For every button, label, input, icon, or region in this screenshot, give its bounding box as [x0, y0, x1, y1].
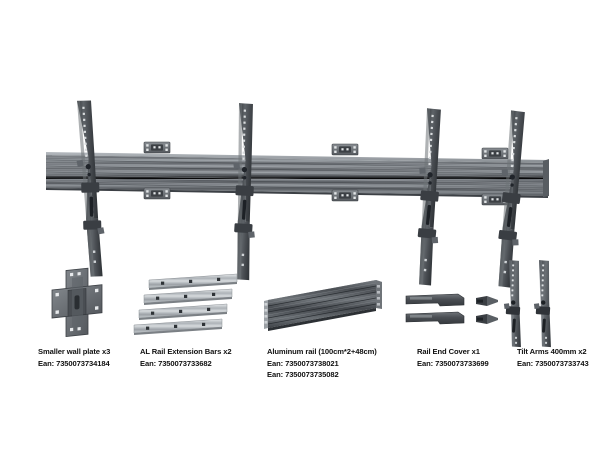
wall-plate-icon [51, 267, 103, 337]
wall-plate-upper-3 [481, 147, 509, 160]
wall-plate-upper-2 [331, 143, 359, 156]
parts-legend: Smaller wall plate x3 Ean: 7350073734184 [0, 258, 610, 398]
part-ean: Ean: 7350073733682 [140, 358, 212, 368]
part-ean: Ean: 7350073733743 [517, 358, 589, 368]
wall-plate-lower-2 [331, 189, 359, 202]
part-smaller-wall-plate: Smaller wall plate x3 Ean: 7350073734184 [30, 258, 140, 368]
assembly-svg [45, 100, 549, 288]
wall-plate-upper-1 [143, 141, 171, 154]
end-cover-icon [405, 293, 498, 325]
tilt-arm-right [531, 260, 557, 348]
aluminum-rail-icon [264, 280, 382, 331]
part-al-rail-extension-bars: AL Rail Extension Bars x2 Ean: 735007373… [133, 258, 253, 368]
part-figure [30, 258, 140, 350]
part-caption: Aluminum rail (100cm*2+48cm) Ean: 735007… [267, 346, 377, 381]
tilt-arm-left [501, 260, 527, 348]
part-title: AL Rail Extension Bars x2 [140, 347, 232, 356]
part-ean: Ean: 7350073734184 [38, 358, 110, 368]
part-figure [400, 258, 510, 350]
part-ean: Ean: 7350073733699 [417, 358, 489, 368]
part-title: Aluminum rail (100cm*2+48cm) [267, 347, 377, 356]
part-title: Rail End Cover x1 [417, 347, 480, 356]
part-title: Tilt Arms 400mm x2 [517, 347, 587, 356]
part-caption: AL Rail Extension Bars x2 Ean: 735007373… [140, 346, 232, 369]
part-caption: Tilt Arms 400mm x2 Ean: 7350073733743 [517, 346, 589, 369]
part-title: Smaller wall plate x3 [38, 347, 111, 356]
tilt-arm-icon [501, 260, 557, 348]
part-figure [133, 258, 253, 350]
part-tilt-arms: Tilt Arms 400mm x2 Ean: 7350073733743 [485, 258, 605, 368]
assembly-illustration [45, 100, 549, 288]
aluminum-rail-bar [45, 152, 549, 198]
part-figure [258, 258, 388, 350]
part-rail-end-cover: Rail End Cover x1 Ean: 7350073733699 [400, 258, 510, 368]
wall-plate-lower-1 [143, 187, 171, 200]
part-figure [485, 258, 605, 350]
part-caption: Smaller wall plate x3 Ean: 7350073734184 [38, 346, 110, 369]
part-aluminum-rail: Aluminum rail (100cm*2+48cm) Ean: 735007… [258, 258, 388, 379]
extension-bar-icon [133, 273, 238, 335]
part-ean-2: Ean: 7350073735082 [267, 370, 339, 380]
part-ean-1: Ean: 7350073738021 [267, 358, 339, 368]
part-caption: Rail End Cover x1 Ean: 7350073733699 [417, 346, 489, 369]
